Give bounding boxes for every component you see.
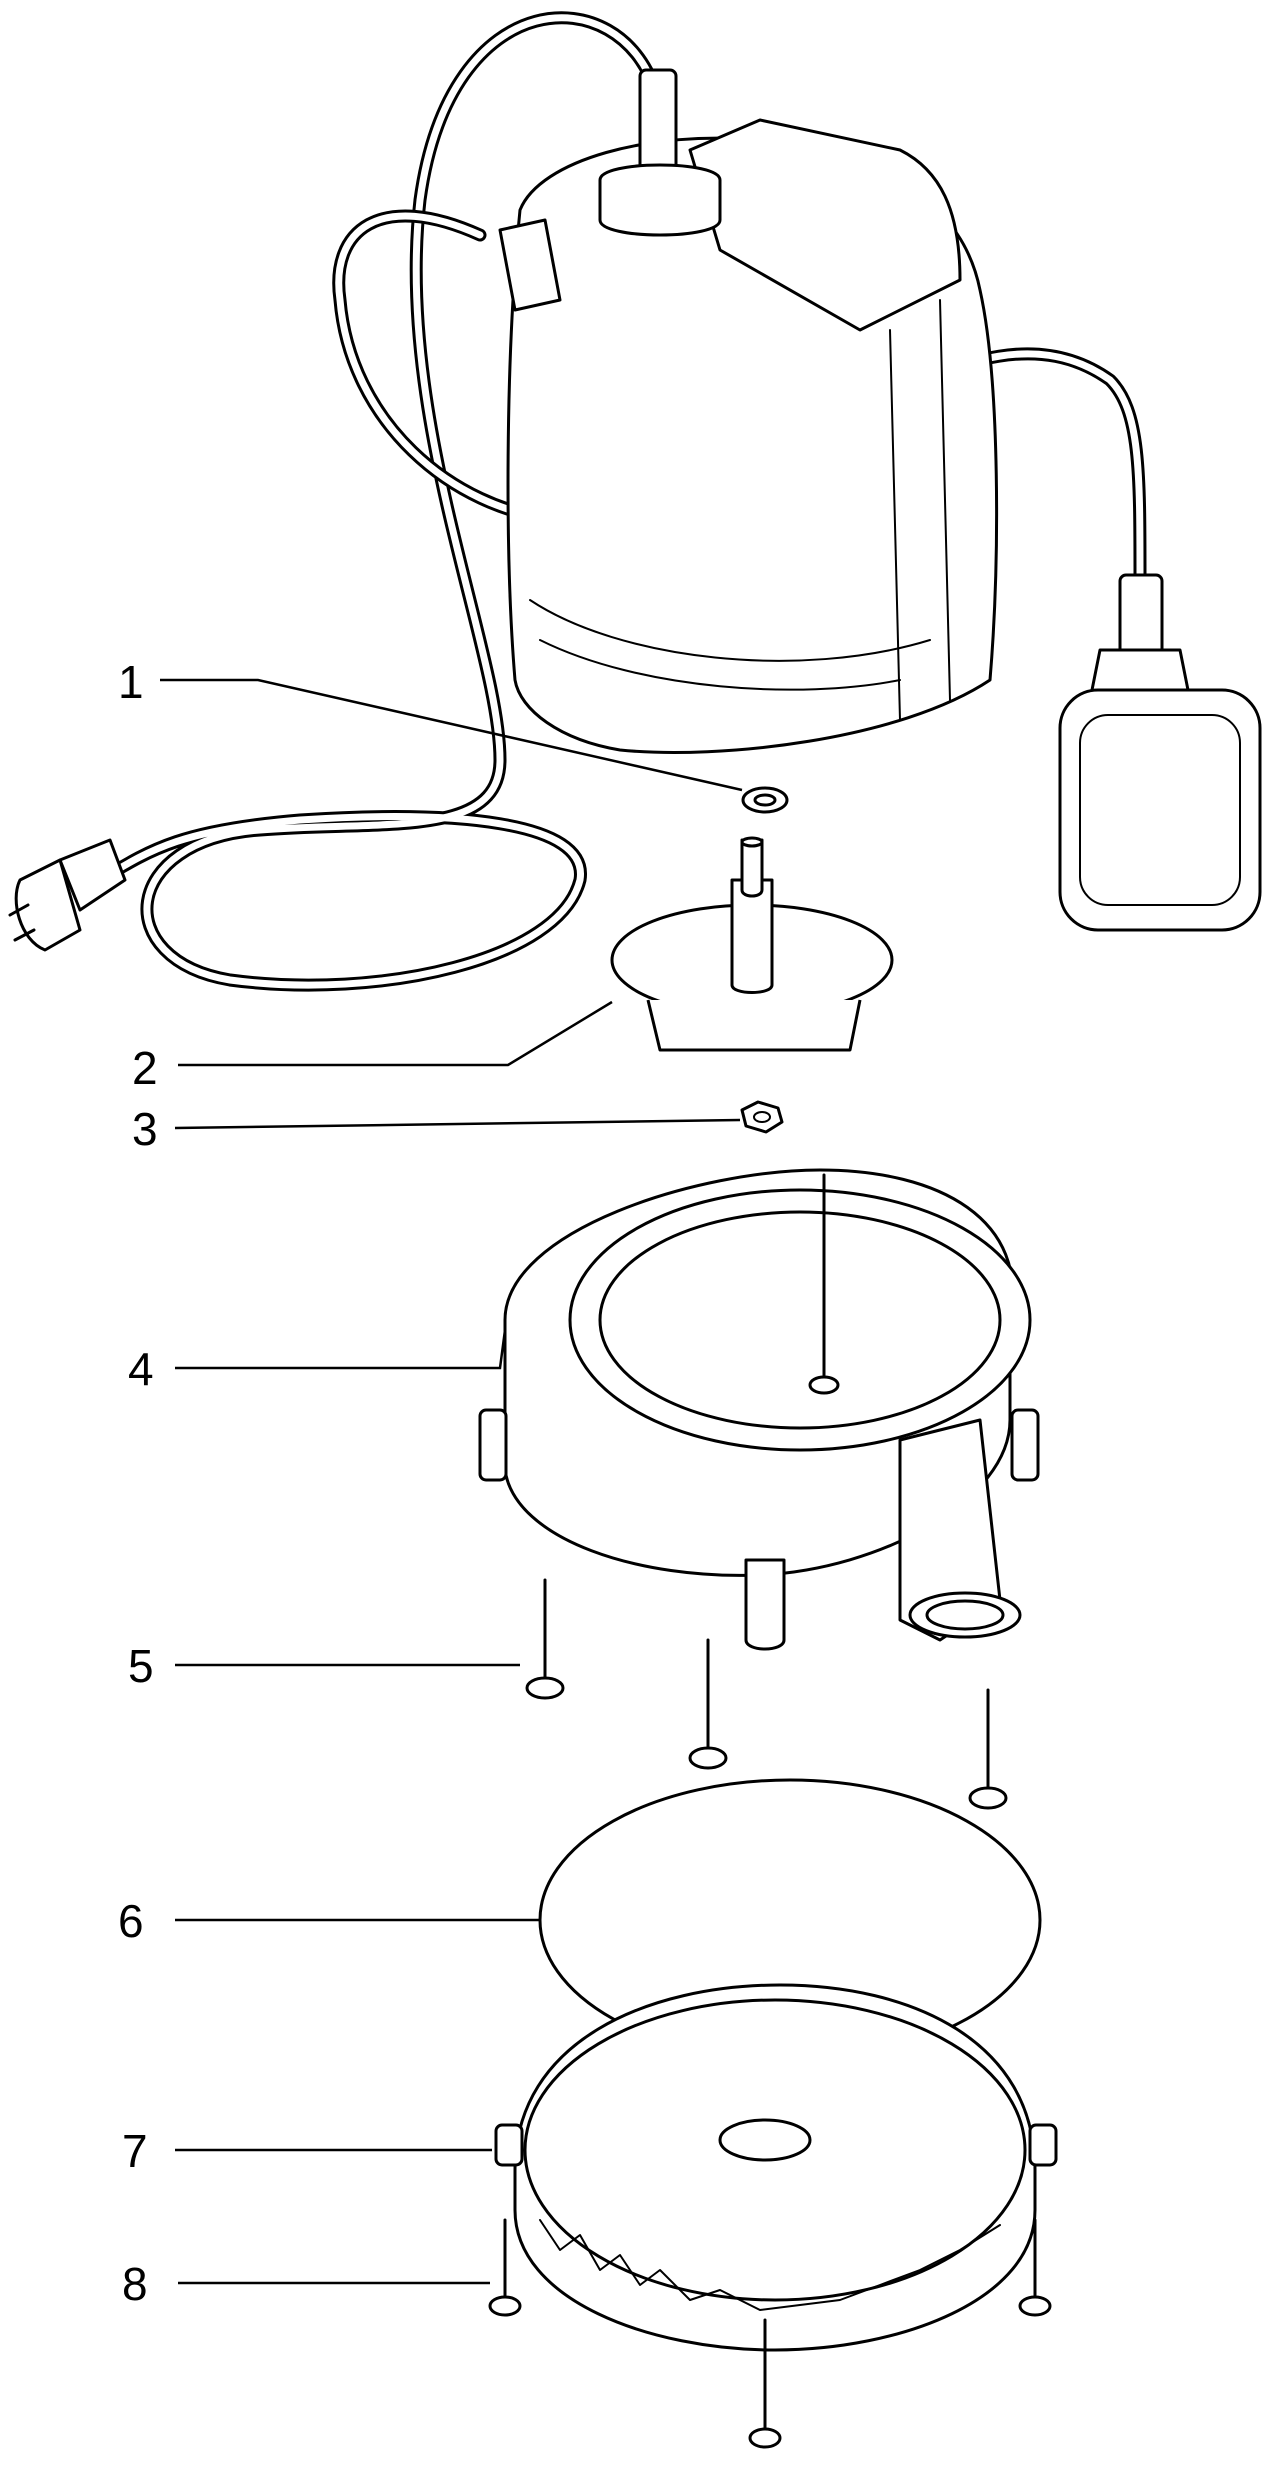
impeller-part-2 — [610, 836, 894, 1052]
part-number-7: 7 — [122, 2125, 148, 2177]
hex-nut-part-3 — [740, 1100, 784, 1134]
part-number-1: 1 — [118, 656, 144, 708]
leader-line-4 — [175, 1329, 507, 1370]
float-switch — [1058, 573, 1262, 932]
pump-housing-part-4 — [478, 1168, 1040, 1651]
leader-lines — [160, 678, 743, 2285]
washer-part-1 — [741, 786, 789, 814]
part-number-8: 8 — [122, 2258, 148, 2310]
leader-line-2 — [178, 1000, 613, 1067]
leader-line-3 — [174, 1118, 741, 1130]
leader-line-1 — [160, 678, 743, 792]
part-number-2: 2 — [132, 1042, 158, 1094]
pump-motor-body — [498, 68, 999, 754]
part-number-5: 5 — [128, 1640, 154, 1692]
base-plate-part-7 — [494, 1983, 1058, 2352]
part-number-4: 4 — [128, 1343, 154, 1395]
screw-part-8 — [488, 2218, 1052, 2449]
part-number-6: 6 — [118, 1895, 144, 1947]
part-numbers: 1 2 3 4 5 6 7 8 — [118, 656, 158, 2310]
screw-part-5 — [525, 1578, 1008, 1810]
part-number-3: 3 — [132, 1103, 158, 1155]
plug-icon — [8, 838, 127, 952]
